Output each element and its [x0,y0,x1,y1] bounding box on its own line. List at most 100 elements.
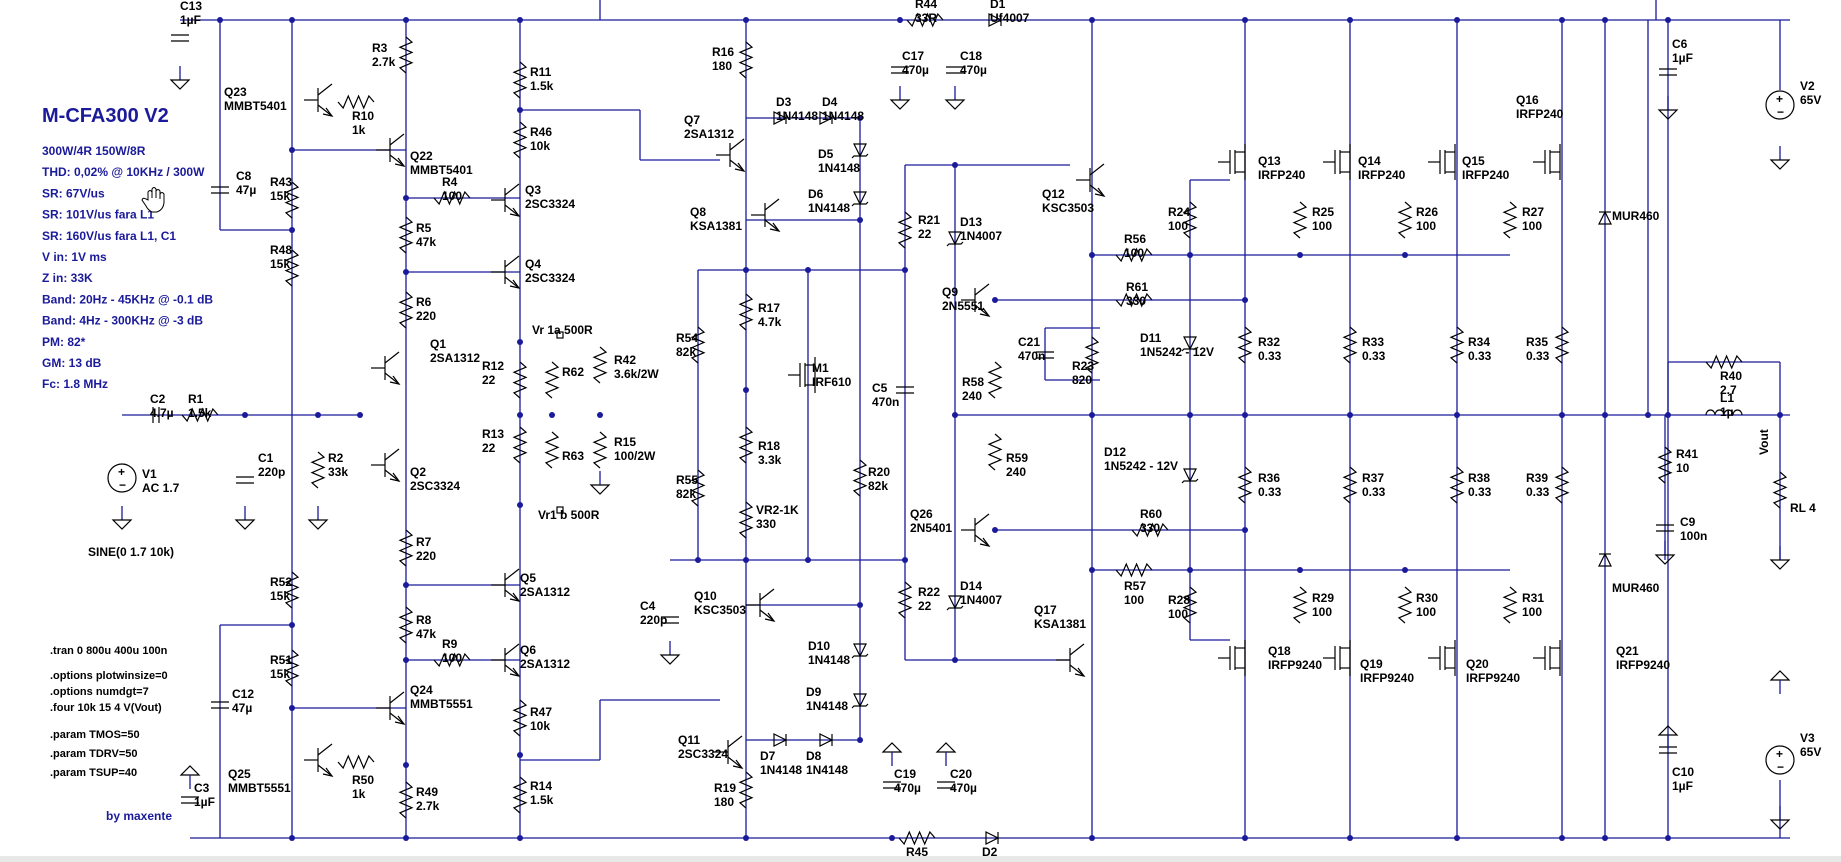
q17-value-label: KSA1381 [1034,617,1086,631]
r39-ref-label: R39 [1526,471,1548,485]
r31-ref-label: R31 [1522,591,1544,605]
minus-sign: − [1777,760,1784,774]
d11-ref-label: D11 [1140,331,1162,345]
d9-ref-label: D9 [806,685,822,699]
c18-cap-symbol [946,66,964,74]
r1-ref-label: R1 [188,392,204,406]
r59-value-label: 240 [1006,465,1026,479]
r15-ref-label: R15 [614,435,636,449]
mur_top-diode-symbol [1598,210,1612,225]
r60-res-symbol [1131,522,1169,538]
d9-value-label: 1N4148 [806,699,848,713]
ground-icon [234,506,256,530]
spice-directive: .tran 0 800u 400u 100n [50,645,168,657]
v3-ref-label: V3 [1800,731,1815,745]
d10-value-label: 1N4148 [808,653,850,667]
r27-ref-label: R27 [1522,205,1544,219]
q10-value-label: KSC3503 [694,603,746,617]
d4-value-label: 1N4148 [822,109,864,123]
r10-value-label: 1k [352,123,366,137]
ground-icon [1769,670,1791,694]
r25-value-label: 100 [1312,219,1332,233]
d11-value-label: 1N5242 - 12V [1140,345,1214,359]
c12-value-label: 47µ [232,701,252,715]
c8-ref-label: C8 [236,169,252,183]
c5-value-label: 470n [872,395,899,409]
r22-value-label: 22 [918,599,932,613]
c6-cap-symbol [1659,68,1677,76]
r14-res-symbol [512,776,528,814]
wiring [122,0,1790,839]
ground-icon [1769,146,1791,170]
r49-res-symbol [398,781,414,819]
c13-cap-symbol [171,34,189,42]
r26-value-label: 100 [1416,219,1436,233]
spec-line: V in: 1V ms [42,250,107,264]
r12-ref-label: R12 [482,359,504,373]
q12-ref-label: Q12 [1042,187,1065,201]
r21-res-symbol [897,211,913,249]
q26-bjt-symbol [961,513,991,547]
v2-value-label: 65V [1800,93,1821,107]
m1-ref-label: M1 [812,361,829,375]
r38-res-symbol [1449,466,1465,504]
d8-ref-label: D8 [806,749,822,763]
spice-directive: .param TDRV=50 [50,748,138,760]
spice-directive: .options numdgt=7 [50,686,149,698]
spice-directive: .param TSUP=40 [50,767,137,779]
r2-res-symbol [310,451,326,489]
c13-value-label: 1µF [180,13,201,27]
v1-value-label: AC 1.7 [142,481,180,495]
q5-bjt-symbol [491,568,521,602]
q18-mos-symbol [1218,640,1246,676]
mur_top-ref-label: MUR460 [1612,209,1660,223]
r18-res-symbol [738,426,754,464]
r50-res-symbol [337,754,375,770]
r61-ref-label: R61 [1126,280,1148,294]
spice-directive: .options plotwinsize=0 [50,670,168,682]
r6-res-symbol [398,291,414,329]
r44-res-symbol [906,12,944,28]
mur_bot-diode-symbol [1598,552,1612,567]
r42-ref-label: R42 [614,353,636,367]
r20-value-label: 82k [868,479,888,493]
q8-bjt-symbol [751,198,781,232]
r5-value-label: 47k [416,235,436,249]
r54-ref-label: R54 [676,331,698,345]
q2-value-label: 2SC3324 [410,479,460,493]
r40-value-label: 2.7 [1720,383,1737,397]
q20-ref-label: Q20 [1466,657,1489,671]
r28-value-label: 100 [1168,607,1188,621]
q24-ref-label: Q24 [410,683,433,697]
r39-res-symbol [1554,466,1570,504]
d14-value-label: 1N4007 [960,593,1002,607]
r12-value-label: 22 [482,373,496,387]
q4-value-label: 2SC3324 [525,271,575,285]
q15-mos-symbol [1428,144,1456,180]
c18-ref-label: C18 [960,49,982,63]
r61-value-label: 330 [1126,294,1146,308]
r52-ref-label: R52 [270,575,292,589]
d3-ref-label: D3 [776,95,792,109]
r26-res-symbol [1397,201,1413,239]
r32-value-label: 0.33 [1258,349,1282,363]
q22-ref-label: Q22 [410,149,433,163]
v2-src-symbol: +− [1765,90,1795,120]
r33-value-label: 0.33 [1362,349,1386,363]
q26-value-label: 2N5401 [910,521,952,535]
d7-diode-symbol [773,733,788,747]
q11-bjt-symbol [714,735,744,769]
vr2-value-label: 330 [756,517,776,531]
r19-res-symbol [738,771,754,809]
r44-value-label: 33R [915,11,937,25]
q9-ref-label: Q9 [942,285,958,299]
minus-sign: − [119,478,126,492]
r1-value-label: 1.5k [188,406,212,420]
q22-value-label: MMBT5401 [410,163,473,177]
q15-value-label: IRFP240 [1462,168,1510,182]
r24-ref-label: R24 [1168,205,1190,219]
ground-icon [307,506,329,530]
q14-ref-label: Q14 [1358,154,1381,168]
c21-value-label: 470n [1018,349,1045,363]
r56-ref-label: R56 [1124,232,1146,246]
